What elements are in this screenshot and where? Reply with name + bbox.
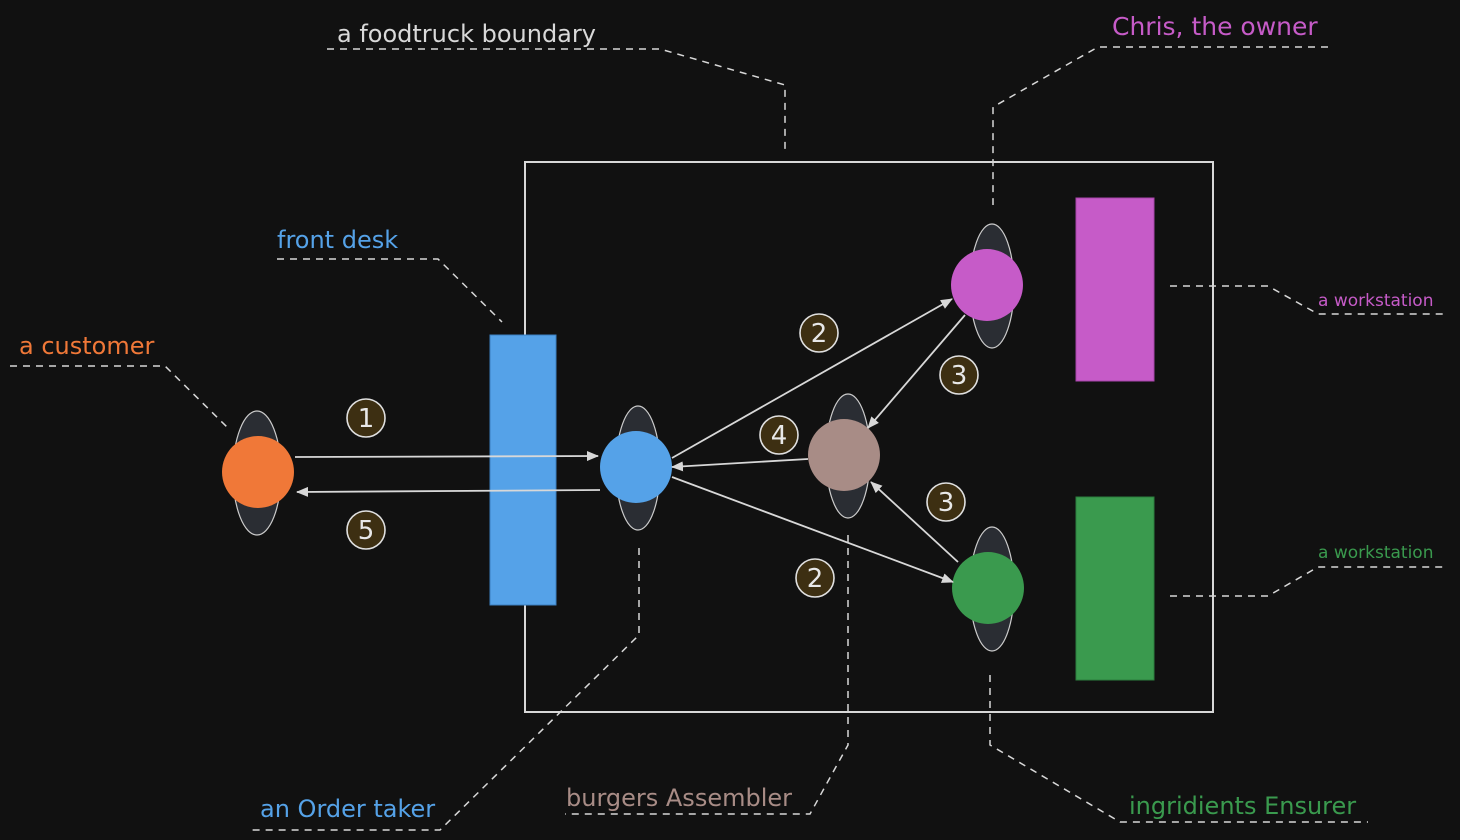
step-badge-2b-text: 2 xyxy=(807,564,824,594)
step-badge-3a-text: 3 xyxy=(951,361,968,391)
arrow-ensurer-to-assembler xyxy=(870,481,959,563)
step-badge-3-owner: 3 xyxy=(939,355,979,395)
owner-label: Chris, the owner xyxy=(1112,12,1318,41)
arrow-order-taker-to-owner xyxy=(671,298,953,459)
arrow-assembler-to-order-taker xyxy=(671,458,809,472)
ensurer-label: ingridients Ensurer xyxy=(1129,792,1356,820)
owner-leader xyxy=(992,46,1328,205)
step-badge-2-ensurer: 2 xyxy=(795,558,835,598)
workstation-top-block[interactable] xyxy=(1075,197,1155,382)
step-badge-2a-text: 2 xyxy=(811,319,828,349)
arrow-order-taker-to-customer xyxy=(296,486,601,497)
workstation-top-label: a workstation xyxy=(1318,291,1433,311)
step-badge-3b-text: 3 xyxy=(938,488,955,518)
boundary-label: a foodtruck boundary xyxy=(337,20,596,48)
workstation-bottom-label: a workstation xyxy=(1318,543,1433,563)
arrows xyxy=(294,298,966,583)
ensurer-leader xyxy=(989,675,1368,823)
step-badge-5: 5 xyxy=(346,510,386,550)
order-taker-label: an Order taker xyxy=(260,795,435,823)
ensurer-actor[interactable] xyxy=(952,526,1024,652)
step-badge-1: 1 xyxy=(346,398,386,438)
assembler-label: burgers Assembler xyxy=(566,784,792,812)
boundary-leader xyxy=(327,48,786,152)
order-taker-actor[interactable] xyxy=(600,405,672,531)
assembler-actor[interactable] xyxy=(808,393,880,519)
arrow-owner-to-assembler xyxy=(867,314,966,429)
arrow-customer-to-order-taker xyxy=(294,451,599,462)
customer-actor[interactable] xyxy=(222,410,294,536)
leader-lines xyxy=(10,46,1446,831)
step-badges: 1 5 2 2 3 3 4 xyxy=(346,313,979,598)
arrow-order-taker-to-ensurer xyxy=(671,476,954,583)
step-badge-4-text: 4 xyxy=(771,421,788,451)
step-badge-5-text: 5 xyxy=(358,516,375,546)
front-desk-block[interactable] xyxy=(489,334,557,606)
step-badge-3-ensurer: 3 xyxy=(926,482,966,522)
front-desk-label: front desk xyxy=(277,226,398,254)
workstation-bottom-leader xyxy=(1170,566,1446,597)
step-badge-1-text: 1 xyxy=(358,404,375,434)
workstation-bottom-block[interactable] xyxy=(1075,496,1155,681)
assembler-leader xyxy=(565,535,849,815)
step-badge-2-owner: 2 xyxy=(799,313,839,353)
labels: a foodtruck boundary Chris, the owner fr… xyxy=(19,12,1433,823)
customer-label: a customer xyxy=(19,332,154,360)
customer-leader xyxy=(10,365,229,429)
front-desk-leader xyxy=(277,258,503,323)
step-badge-4: 4 xyxy=(759,415,799,455)
order-taker-leader xyxy=(250,548,640,831)
owner-actor[interactable] xyxy=(951,223,1023,349)
